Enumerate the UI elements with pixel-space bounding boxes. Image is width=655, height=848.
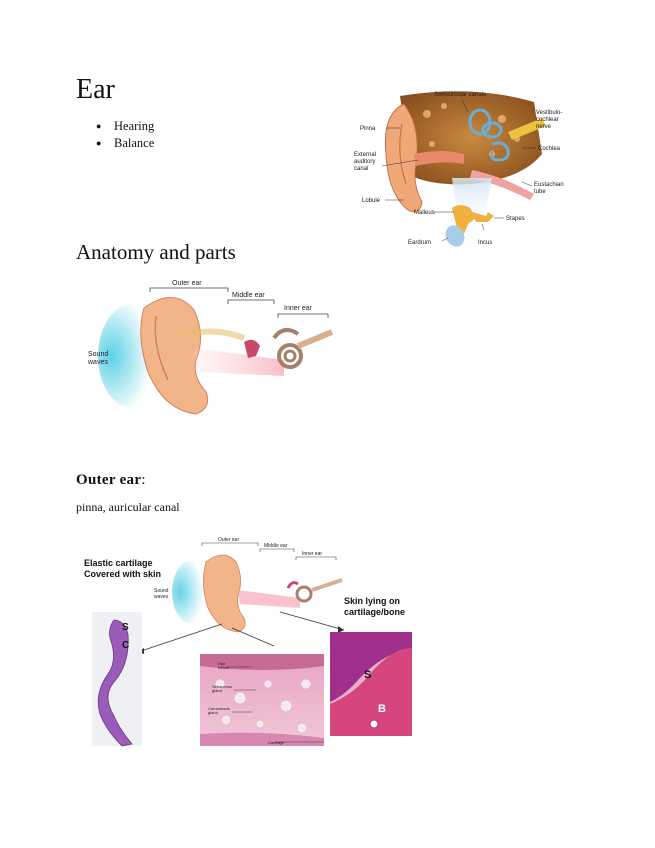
label-malleus: Malleus <box>414 210 435 216</box>
section-heading-anatomy: Anatomy and parts <box>76 240 236 264</box>
label-pinna: Pinna <box>360 126 376 132</box>
outer-ear-heading: Outer ear: <box>76 472 146 489</box>
label-stapes: Stapes <box>506 216 525 222</box>
label-semicircular-canals: Semicircular canals <box>434 92 486 98</box>
label-S-skin-left: S <box>122 622 129 633</box>
outer-ear-heading-text: Outer ear <box>76 472 142 488</box>
page-title: Ear <box>76 74 115 105</box>
figure-credit <box>150 641 151 645</box>
label-lobule: Lobule <box>362 198 381 204</box>
label-middle-ear-small: Middle ear <box>264 543 288 549</box>
label-incus: Incus <box>478 240 492 246</box>
list-item-hearing: Hearing <box>96 118 154 135</box>
outer-ear-heading-colon: : <box>141 472 146 488</box>
list-item-balance: Balance <box>96 135 154 152</box>
label-B-bone: B <box>378 703 386 715</box>
label-cartilage: Cartilage <box>268 740 285 745</box>
label-outer-ear: Outer ear <box>172 280 202 287</box>
label-C-cartilage: C <box>122 640 129 651</box>
label-S-skin-right: S <box>364 669 371 681</box>
function-list: Hearing Balance <box>96 118 154 152</box>
label-middle-ear: Middle ear <box>232 292 265 299</box>
label-inner-ear: Inner ear <box>284 305 313 312</box>
label-cochlea: Cochlea <box>538 146 561 152</box>
label-outer-ear-small: Outer ear <box>218 537 239 543</box>
label-inner-ear-small: Inner ear <box>302 551 322 557</box>
label-eardrum: Eardrum <box>408 240 431 246</box>
outer-ear-description: pinna, auricular canal <box>76 500 180 514</box>
